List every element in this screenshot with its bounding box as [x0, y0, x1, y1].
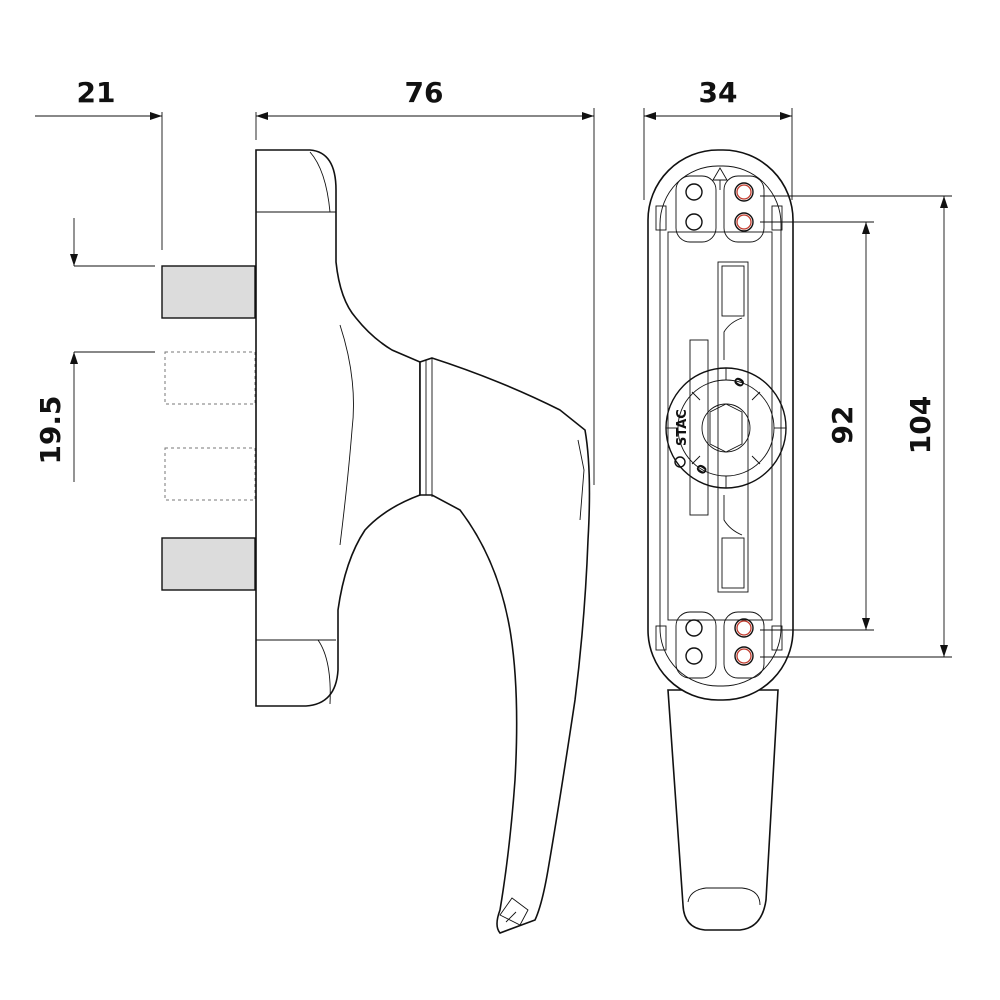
spindle-bottom: [161, 537, 256, 591]
dim-label-19-5: 19.5: [34, 395, 67, 464]
dim-label-104: 104: [904, 396, 937, 454]
gear-mechanism: 0 0: [665, 261, 787, 593]
dimension-lines: [35, 108, 952, 658]
front-base-plate: [647, 149, 794, 701]
handle-lever: [419, 357, 591, 934]
front-handle-lever: [667, 689, 779, 931]
dim-label-76: 76: [405, 76, 444, 109]
dim-label-92: 92: [826, 406, 859, 445]
stac-logo: STAC: [674, 409, 690, 468]
screw-cluster-bottom: [655, 611, 783, 679]
side-view: [161, 149, 591, 934]
front-view: 0 0 STAC: [647, 149, 794, 931]
dim-label-21: 21: [77, 76, 116, 109]
handle-base-plate: [255, 149, 421, 707]
dim-label-34: 34: [699, 76, 738, 109]
spindle-top: [161, 265, 256, 319]
logo-text: STAC: [675, 409, 690, 446]
spindle-hidden-1: [164, 351, 256, 405]
spindle-hidden-2: [164, 447, 256, 501]
screw-cluster-top: [655, 167, 783, 243]
